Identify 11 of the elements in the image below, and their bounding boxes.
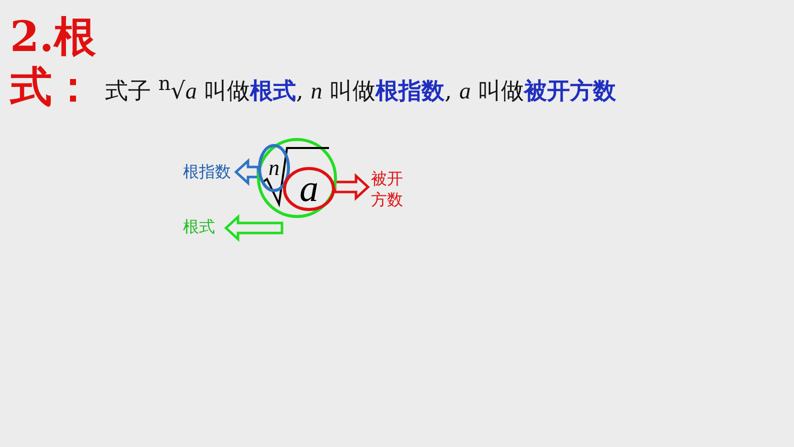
hollow-arrow bbox=[234, 158, 260, 186]
title: 2.根式： bbox=[10, 12, 97, 112]
radical-circle bbox=[257, 138, 337, 218]
term-label: 根式 bbox=[183, 216, 223, 237]
hollow-arrow bbox=[224, 214, 284, 242]
term-label: 根指数 bbox=[183, 161, 233, 182]
radicand-ellipse: a bbox=[283, 167, 335, 211]
definition-text: 式子 $^{n}$√a 叫做根式, n 叫做根指数, a 叫做被开方数 bbox=[105, 72, 616, 107]
index-ellipse: n bbox=[258, 144, 290, 192]
hollow-arrow bbox=[334, 173, 370, 201]
term-label: 被开方数 bbox=[371, 168, 407, 210]
